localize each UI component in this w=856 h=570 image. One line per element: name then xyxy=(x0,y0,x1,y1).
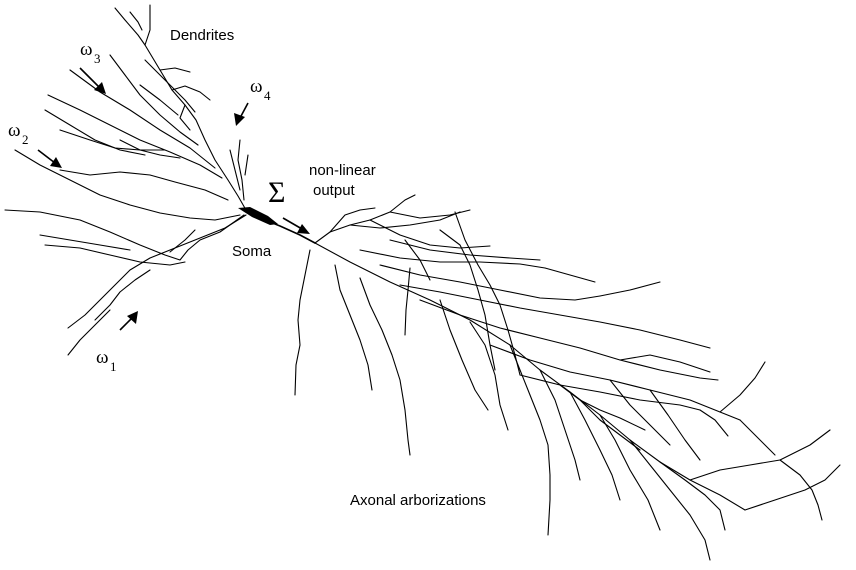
arrow-w4 xyxy=(234,102,249,126)
weight-label-w2: ω 2 xyxy=(8,120,29,147)
weight-index: 4 xyxy=(264,88,271,103)
dendrites-label: Dendrites xyxy=(170,27,234,44)
output-label-line2: output xyxy=(313,182,356,199)
weight-arrows xyxy=(37,67,310,331)
soma-body xyxy=(238,207,316,244)
weight-label-w3: ω 3 xyxy=(80,39,101,66)
weight-index: 3 xyxy=(94,51,101,66)
output-label-line1: non-linear xyxy=(309,162,376,179)
soma-label: Soma xyxy=(232,243,272,260)
weight-label-w1: ω 1 xyxy=(96,347,117,374)
arrow-w1 xyxy=(119,311,138,331)
axon-tree xyxy=(294,194,841,561)
dendrite-tree xyxy=(4,4,249,356)
weight-symbol: ω xyxy=(250,76,263,97)
weight-symbol: ω xyxy=(8,120,21,141)
arrow-output xyxy=(282,217,310,234)
weight-index: 1 xyxy=(110,359,117,374)
axon-label: Axonal arborizations xyxy=(350,492,486,509)
weight-index: 2 xyxy=(22,132,29,147)
weight-label-w4: ω 4 xyxy=(250,76,271,103)
arrow-w2 xyxy=(37,149,62,168)
weight-symbol: ω xyxy=(80,39,93,60)
arrow-w3 xyxy=(79,67,106,94)
weight-symbol: ω xyxy=(96,347,109,368)
sum-symbol: Σ xyxy=(268,176,285,209)
